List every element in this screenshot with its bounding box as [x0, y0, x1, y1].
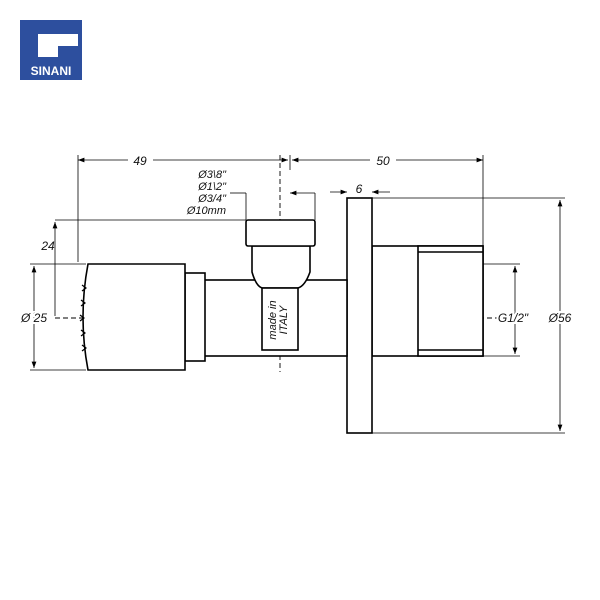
body-step	[184, 272, 206, 362]
size-1-2: Ø1\2"	[197, 181, 227, 193]
logo-text: SINANI	[31, 64, 72, 78]
outlet-neck	[251, 245, 311, 289]
dim-24: 24	[40, 239, 55, 253]
hex-nut	[261, 287, 299, 351]
wall-flange	[346, 197, 373, 434]
size-3-8: Ø3\8"	[197, 169, 227, 181]
size-10mm: Ø10mm	[186, 205, 226, 217]
size-3-4: Ø3/4"	[197, 193, 227, 205]
dim-diameter-25: Ø 25	[20, 311, 47, 325]
marking-made-in: made in	[267, 300, 279, 339]
sinani-logo: SINANI	[20, 20, 82, 80]
marking-italy: ITALY	[278, 305, 290, 334]
dim-49: 49	[133, 154, 147, 168]
thread-outline	[417, 245, 484, 357]
handle-knob	[82, 263, 186, 371]
dim-50: 50	[376, 154, 390, 168]
outlet-cap	[245, 219, 316, 247]
dim-6: 6	[356, 182, 363, 196]
knurl-marks	[79, 284, 87, 352]
dim-thread-g12: G1/2"	[498, 311, 529, 325]
dim-diameter-56: Ø56	[548, 311, 572, 325]
